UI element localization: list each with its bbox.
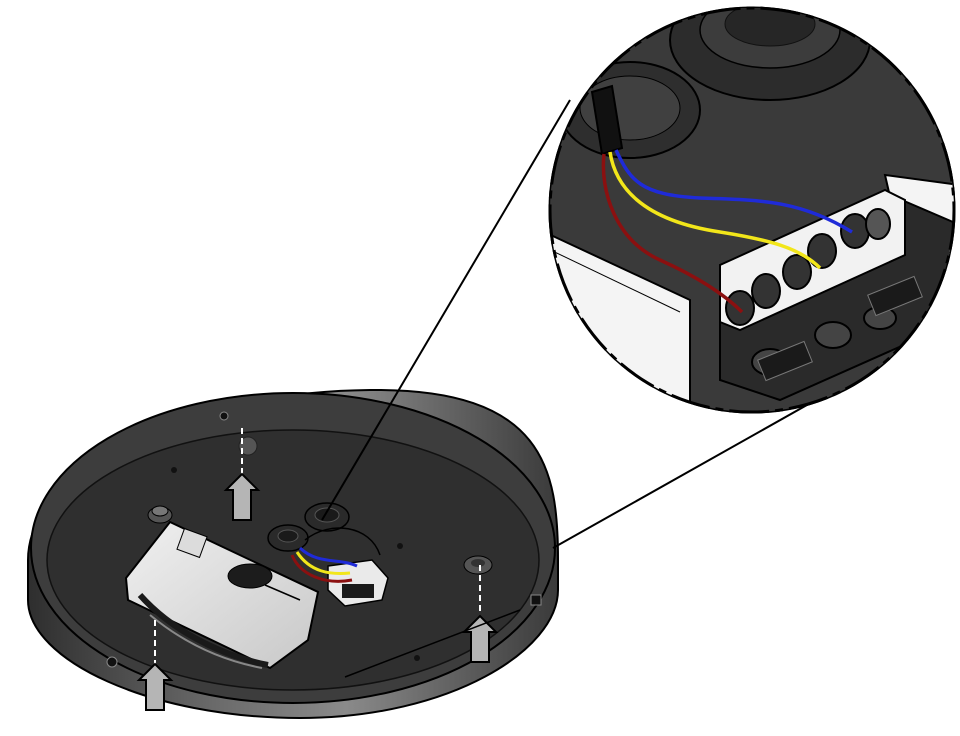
mounting-arrow-icon <box>223 428 261 521</box>
cable-grommet <box>267 524 309 552</box>
mounting-plate <box>124 520 320 670</box>
base-disc <box>27 388 559 720</box>
callout-lines <box>321 99 831 678</box>
wire-red <box>601 153 744 314</box>
mounting-arrow-icon <box>136 620 174 711</box>
wire-blue <box>614 149 853 234</box>
cable-grommet <box>304 502 350 532</box>
rim-hole <box>219 411 229 421</box>
rim-slot <box>530 594 542 606</box>
standoff-post <box>147 505 173 524</box>
mount-boss <box>463 555 493 575</box>
terminal-block <box>327 559 389 607</box>
magnified-detail <box>548 6 956 414</box>
wire-yellow <box>608 151 822 270</box>
rim-hole <box>106 656 118 668</box>
wire-bundle <box>290 527 381 583</box>
terminal-screw-holes <box>725 208 891 326</box>
mounting-arrow-icon <box>461 565 499 663</box>
